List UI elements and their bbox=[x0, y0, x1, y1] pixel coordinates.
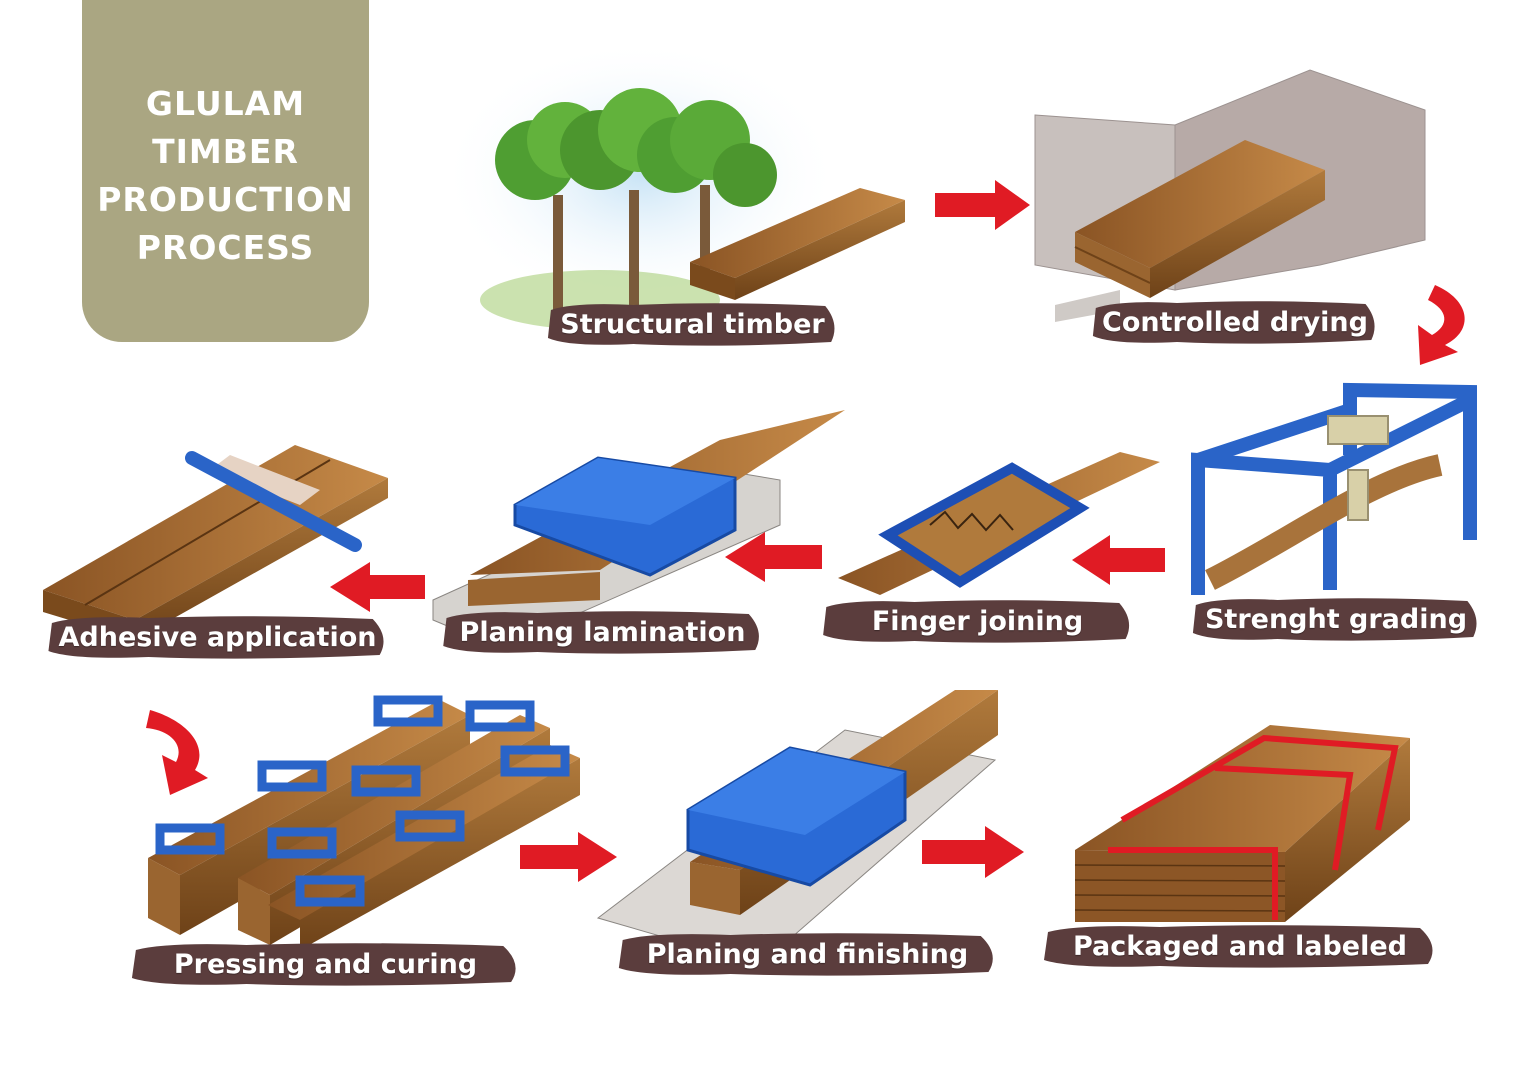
flow-arrows bbox=[146, 180, 1465, 882]
packaged-and-labeled-illustration bbox=[1074, 725, 1410, 922]
arrow-left-adhesive bbox=[330, 562, 425, 612]
arrow-right-2 bbox=[520, 832, 617, 882]
step-label-planing-lamination: Planing lamination bbox=[440, 608, 765, 656]
title-line-2: TIMBER bbox=[152, 132, 299, 171]
planing-lamination-illustration bbox=[432, 410, 845, 649]
title-line-1: GLULAM bbox=[145, 84, 306, 123]
step-label-packaged-and-labeled: Packaged and labeled bbox=[1040, 922, 1440, 970]
arrow-right-1 bbox=[935, 180, 1030, 230]
step-label-strength-grading: Strenght grading bbox=[1190, 595, 1482, 643]
planing-and-finishing-illustration bbox=[596, 690, 998, 966]
title-line-4: PROCESS bbox=[136, 228, 315, 267]
adhesive-application-illustration bbox=[43, 445, 388, 640]
structural-timber-illustration bbox=[440, 40, 905, 330]
arrow-right-3 bbox=[922, 826, 1024, 878]
step-label-controlled-drying: Controlled drying bbox=[1090, 298, 1380, 346]
title-line-3: PRODUCTION bbox=[97, 180, 354, 219]
finger-joining-illustration bbox=[838, 452, 1160, 595]
arrow-left-finger bbox=[1072, 535, 1165, 585]
step-label-pressing-and-curing: Pressing and curing bbox=[128, 940, 523, 988]
step-label-adhesive-application: Adhesive application bbox=[45, 613, 390, 661]
controlled-drying-illustration bbox=[1034, 69, 1426, 322]
step-label-finger-joining: Finger joining bbox=[820, 597, 1135, 645]
title-card: GLULAM TIMBER PRODUCTION PROCESS bbox=[82, 0, 369, 342]
arrow-down-left bbox=[146, 710, 208, 795]
arrow-left-planing bbox=[725, 532, 822, 582]
step-label-planing-and-finishing: Planing and finishing bbox=[615, 930, 1000, 978]
pressing-and-curing-illustration bbox=[148, 695, 580, 950]
strength-grading-illustration bbox=[1191, 382, 1477, 595]
arrow-down-right bbox=[1418, 285, 1465, 365]
step-label-structural-timber: Structural timber bbox=[545, 300, 840, 348]
